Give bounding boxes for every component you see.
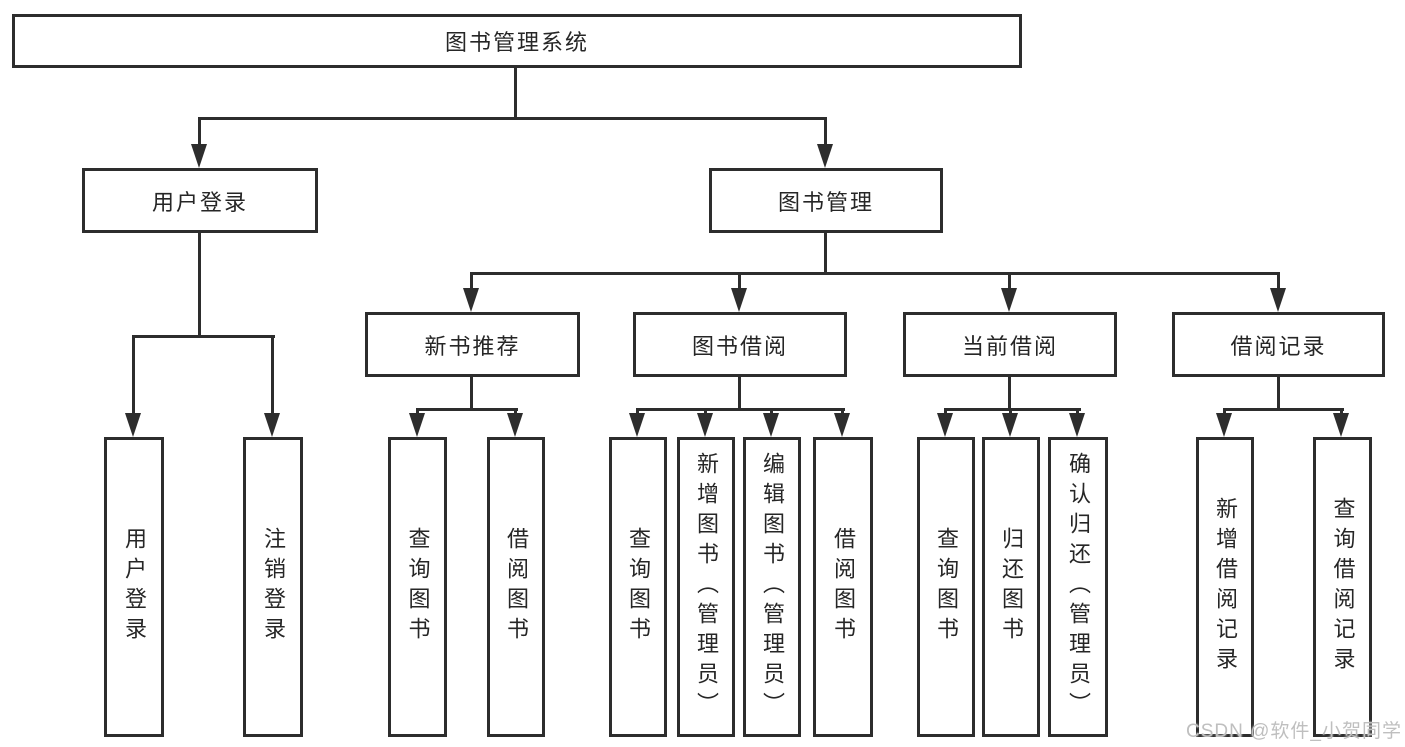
connector-book-borrow-stem xyxy=(738,377,741,408)
node-current-borrow: 当前借阅 xyxy=(903,312,1117,377)
connector-borrow-record-stem xyxy=(1277,377,1280,408)
arrow-down-icon xyxy=(817,117,833,168)
leaf-label: 新增图书（管理员） xyxy=(694,452,719,722)
arrow-down-icon xyxy=(264,335,280,437)
leaf-label: 确认归还（管理员） xyxy=(1066,452,1091,722)
node-library-management-system: 图书管理系统 xyxy=(12,14,1022,68)
connector-root-stem xyxy=(514,68,517,117)
arrow-down-icon xyxy=(1216,408,1232,437)
connector-book-mgmt-stem xyxy=(824,233,827,273)
leaf-label: 借阅图书 xyxy=(504,527,529,647)
connector-current-borrow-stem xyxy=(1008,377,1011,408)
leaf-query-books-recommend: 查询图书 xyxy=(388,437,447,737)
node-new-book-recommend: 新书推荐 xyxy=(365,312,580,377)
leaf-label: 归还图书 xyxy=(999,527,1024,647)
connector-current-borrow-bar xyxy=(944,408,1081,411)
arrow-down-icon xyxy=(1002,408,1018,437)
connector-book-borrow-bar xyxy=(636,408,845,411)
arrow-down-icon xyxy=(1333,408,1349,437)
node-book-borrow: 图书借阅 xyxy=(633,312,847,377)
csdn-watermark: CSDN @软件_小贺同学 xyxy=(1186,721,1402,742)
leaf-label: 用户登录 xyxy=(122,527,147,647)
arrow-down-icon xyxy=(463,273,479,312)
connector-borrow-record-bar xyxy=(1223,408,1344,411)
leaf-edit-books-admin: 编辑图书（管理员） xyxy=(743,437,801,737)
arrow-down-icon xyxy=(1270,273,1286,312)
leaf-label: 查询图书 xyxy=(626,527,651,647)
arrow-down-icon xyxy=(937,408,953,437)
leaf-label: 查询图书 xyxy=(934,527,959,647)
arrow-down-icon xyxy=(629,408,645,437)
leaf-logout: 注销登录 xyxy=(243,437,303,737)
arrow-down-icon xyxy=(763,408,779,437)
leaf-label: 借阅图书 xyxy=(831,527,856,647)
arrow-down-icon xyxy=(731,273,747,312)
leaf-label: 查询图书 xyxy=(405,527,431,647)
leaf-borrow-books: 借阅图书 xyxy=(813,437,873,737)
leaf-label: 注销登录 xyxy=(261,527,286,647)
node-borrow-record: 借阅记录 xyxy=(1172,312,1385,377)
node-book-management: 图书管理 xyxy=(709,168,943,233)
leaf-user-login: 用户登录 xyxy=(104,437,164,737)
connector-user-login-stem xyxy=(198,233,201,335)
node-user-login: 用户登录 xyxy=(82,168,318,233)
arrow-down-icon xyxy=(125,335,141,437)
arrow-down-icon xyxy=(1001,273,1017,312)
leaf-query-books-borrow: 查询图书 xyxy=(609,437,667,737)
connector-new-book-bar xyxy=(416,408,518,411)
arrow-down-icon xyxy=(1069,408,1085,437)
leaf-query-borrow-record: 查询借阅记录 xyxy=(1313,437,1372,737)
leaf-return-books: 归还图书 xyxy=(982,437,1040,737)
leaf-confirm-return-admin: 确认归还（管理员） xyxy=(1048,437,1108,737)
leaf-label: 新增借阅记录 xyxy=(1213,497,1238,677)
connector-root-bar xyxy=(198,117,827,120)
connector-new-book-stem xyxy=(470,377,473,408)
arrow-down-icon xyxy=(191,117,207,168)
connector-book-mgmt-bar xyxy=(470,272,1280,275)
arrow-down-icon xyxy=(697,408,713,437)
arrow-down-icon xyxy=(507,408,523,437)
arrow-down-icon xyxy=(834,408,850,437)
leaf-query-books-current: 查询图书 xyxy=(917,437,975,737)
connector-user-login-bar xyxy=(132,335,275,338)
arrow-down-icon xyxy=(409,408,425,437)
leaf-borrow-books-recommend: 借阅图书 xyxy=(487,437,545,737)
leaf-label: 查询借阅记录 xyxy=(1330,497,1356,677)
leaf-add-books-admin: 新增图书（管理员） xyxy=(677,437,735,737)
leaf-label: 编辑图书（管理员） xyxy=(760,452,785,722)
leaf-add-borrow-record: 新增借阅记录 xyxy=(1196,437,1254,737)
